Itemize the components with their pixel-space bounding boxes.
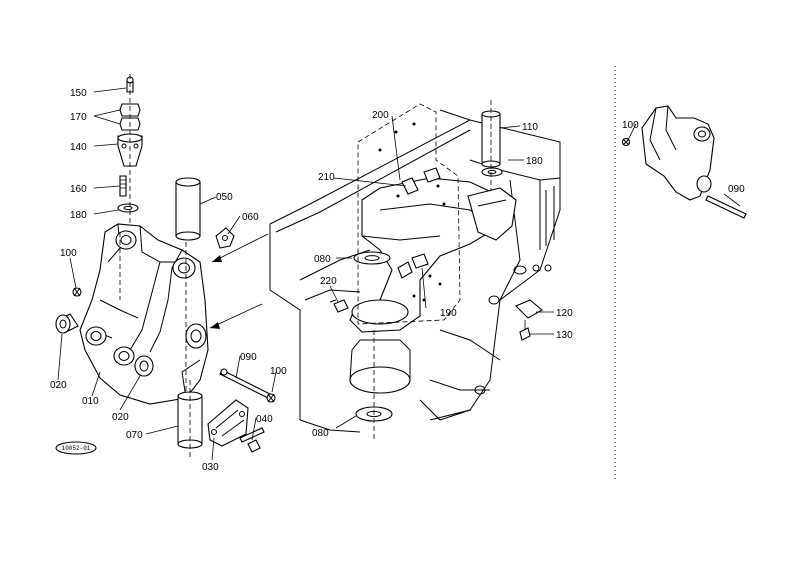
frame-assembly <box>209 100 561 440</box>
swing-bracket-010 <box>79 223 209 405</box>
label-120: 120 <box>556 308 573 319</box>
leader-lines <box>57 87 741 461</box>
label-090-left: 090 <box>240 352 257 363</box>
pin-050 <box>175 177 201 241</box>
label-030: 030 <box>202 462 219 473</box>
label-020-right: 020 <box>112 412 129 423</box>
plate-030 <box>207 399 249 447</box>
label-200: 200 <box>372 110 389 121</box>
label-070: 070 <box>126 430 143 441</box>
label-020-left: 020 <box>50 380 67 391</box>
label-130: 130 <box>556 330 573 341</box>
label-100-inset: 100 <box>622 120 639 131</box>
washer-180-center <box>481 167 503 177</box>
label-140: 140 <box>70 142 87 153</box>
fitting-190 <box>397 253 429 279</box>
label-110: 110 <box>522 122 538 133</box>
label-170: 170 <box>70 112 87 123</box>
label-040: 040 <box>256 414 273 425</box>
label-210: 210 <box>318 172 335 183</box>
label-160: 160 <box>70 184 87 195</box>
bracket-120 <box>515 299 543 319</box>
fitting-220 <box>329 299 349 313</box>
pin-070 <box>177 380 203 458</box>
plate-060 <box>215 227 235 249</box>
label-090-inset: 090 <box>728 184 745 195</box>
swing-post <box>349 177 501 333</box>
swing-bracket-assembly <box>55 210 209 420</box>
pin-090-left <box>219 368 271 399</box>
bushing-020-right <box>134 355 154 377</box>
washer-080-upper <box>353 251 391 265</box>
drawing-stamp: 10052-01 <box>55 441 97 455</box>
label-100-right: 100 <box>270 366 287 377</box>
label-150: 150 <box>70 88 87 99</box>
label-180-center: 180 <box>526 156 543 167</box>
label-010: 010 <box>82 396 99 407</box>
label-080-upper: 080 <box>314 254 331 265</box>
label-180-left: 180 <box>70 210 87 221</box>
label-060: 060 <box>242 212 259 223</box>
label-190: 190 <box>440 308 457 319</box>
right-inset <box>614 66 747 480</box>
fitting-210 <box>401 167 441 195</box>
bolt-130 <box>519 320 531 341</box>
label-100-left: 100 <box>60 248 77 259</box>
grease-fitting-100 <box>72 287 82 297</box>
bolt-040 <box>239 427 265 453</box>
stamp-text: 10052-01 <box>62 445 91 452</box>
upper-pin-stack <box>117 74 143 226</box>
upper-pin-boss-right <box>172 257 196 279</box>
label-080-lower: 080 <box>312 428 329 439</box>
label-050: 050 <box>216 192 233 203</box>
upper-pin-boss <box>115 230 137 250</box>
label-220: 220 <box>320 276 337 287</box>
bushing-020-left <box>55 313 79 334</box>
grease-fitting-100-b <box>266 393 276 403</box>
part-labels: 150 170 140 160 180 050 060 100 020 010 … <box>50 88 745 473</box>
